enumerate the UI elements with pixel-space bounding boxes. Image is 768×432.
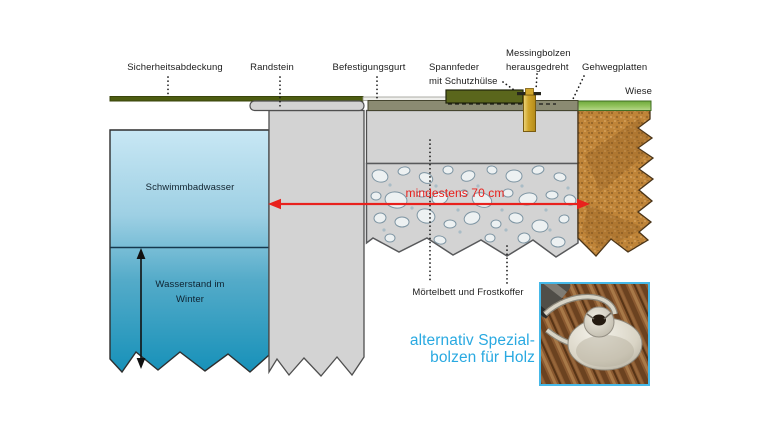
bolt-socket-slots bbox=[586, 312, 612, 320]
label-moertelbett-frostkoffer: Mörtelbett und Frostkoffer bbox=[412, 287, 524, 298]
bolt-base-shade bbox=[576, 335, 634, 367]
label-alternativ-spezialbolzen: alternativ Spezial- bolzen für Holz bbox=[409, 332, 535, 366]
leader-gehwegplatten bbox=[572, 75, 585, 100]
soil-shading bbox=[582, 118, 652, 250]
label-sicherheitsabdeckung: Sicherheitsabdeckung bbox=[127, 62, 223, 73]
brass-bolt bbox=[517, 88, 541, 132]
gravel-stones bbox=[370, 165, 577, 248]
special-bolt-photo bbox=[539, 282, 650, 386]
pool-wall bbox=[268, 109, 365, 377]
soil-body bbox=[577, 109, 655, 257]
tension-spring-sleeve bbox=[445, 89, 524, 104]
label-wasserstand-winter: Wasserstand im Winter bbox=[155, 279, 225, 305]
pool-water-body bbox=[109, 129, 270, 374]
spring-wire-top bbox=[542, 293, 618, 317]
curb-stone bbox=[249, 100, 365, 112]
metal-cylinder bbox=[541, 284, 571, 319]
winter-level-arrow bbox=[136, 248, 146, 369]
distance-arrow bbox=[268, 198, 590, 210]
label-messingbolzen: Messingbolzen herausgedreht bbox=[506, 48, 571, 73]
label-befestigungsgurt: Befestigungsgurt bbox=[332, 62, 406, 73]
bolt-socket-hole bbox=[592, 314, 606, 326]
label-mindestens-70cm: mindestens 70 cm bbox=[405, 186, 505, 200]
label-randstein: Randstein bbox=[250, 62, 294, 73]
label-gehwegplatten: Gehwegplatten bbox=[582, 62, 648, 73]
leader-spannfeder bbox=[502, 81, 515, 91]
label-spannfeder: Spannfeder mit Schutzhülse bbox=[429, 62, 498, 87]
walkway-slab bbox=[365, 109, 579, 165]
label-wiese: Wiese bbox=[625, 86, 652, 97]
leader-messingbolzen bbox=[535, 73, 538, 91]
special-bolt-photo-graphic bbox=[541, 284, 648, 384]
label-schwimmbadwasser: Schwimmbadwasser bbox=[145, 182, 235, 193]
safety-cover-bar bbox=[109, 96, 364, 102]
fastening-strap-strip bbox=[362, 96, 449, 101]
grass-strip bbox=[577, 100, 652, 111]
leader-lines bbox=[167, 73, 585, 284]
